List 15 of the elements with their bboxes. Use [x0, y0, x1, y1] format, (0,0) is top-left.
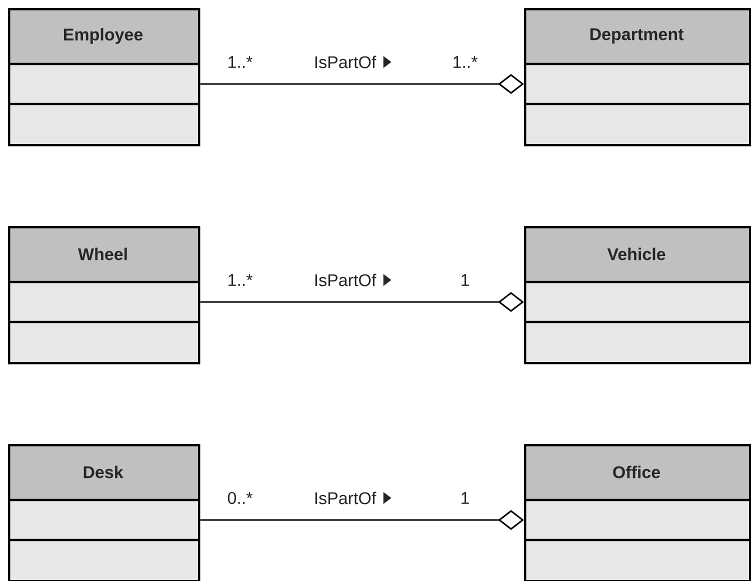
class-box: Employee	[8, 8, 200, 146]
multiplicity-label: 1	[462, 274, 469, 286]
multiplicity-label: 1..*	[454, 56, 478, 68]
class-box: Vehicle	[524, 226, 751, 364]
edge-label: IsPartOf	[315, 56, 376, 68]
multiplicity-label: 1..*	[228, 274, 252, 286]
class-box: Office	[524, 444, 751, 581]
class-box: Department	[524, 8, 751, 146]
edge-label: IsPartOf	[315, 274, 376, 286]
multiplicity-label: 1..*	[228, 56, 252, 68]
multiplicity-label: 0..*	[228, 492, 252, 504]
multiplicity-label: 1	[462, 492, 469, 504]
class-box: Wheel	[8, 226, 200, 364]
class-box: Desk	[8, 444, 200, 581]
edge-label: IsPartOf	[315, 492, 376, 504]
